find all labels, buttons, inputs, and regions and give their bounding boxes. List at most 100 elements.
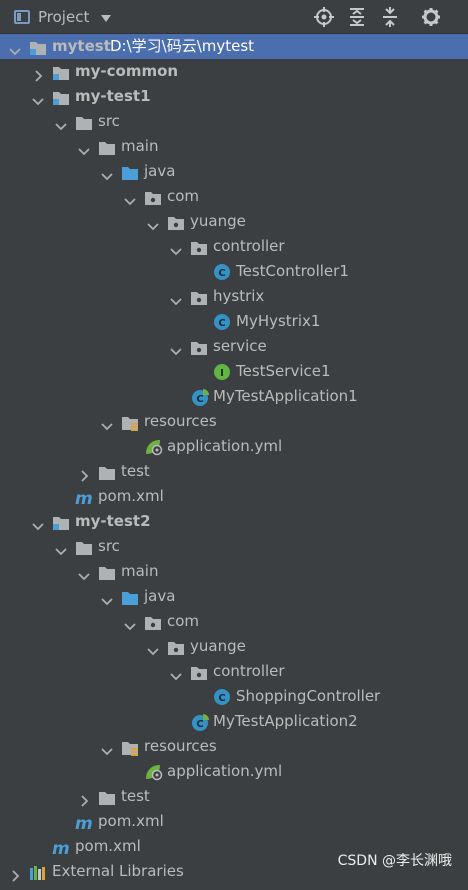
tree-item[interactable]: m pom.xml <box>0 484 468 509</box>
tree-item[interactable]: C MyHystrix1 <box>0 309 468 334</box>
chevron-right-icon[interactable] <box>32 65 44 82</box>
tree-item[interactable]: m pom.xml <box>0 834 468 859</box>
expand-all-icon[interactable] <box>346 6 368 28</box>
chevron-down-icon[interactable] <box>170 240 182 256</box>
class-icon: C <box>213 688 231 705</box>
chevron-right-icon[interactable] <box>78 465 90 482</box>
collapse-all-icon[interactable] <box>379 6 401 28</box>
maven-icon: m <box>52 839 70 859</box>
chevron-down-icon[interactable] <box>32 515 44 531</box>
chevron-down-icon[interactable] <box>147 640 159 656</box>
tree-item-label: resources <box>144 412 217 430</box>
tree-item-label: controller <box>213 237 285 255</box>
chevron-down-icon[interactable] <box>78 565 90 581</box>
tree-item[interactable]: java <box>0 159 468 184</box>
module-folder-icon <box>29 39 47 55</box>
tree-item[interactable]: java <box>0 584 468 609</box>
tree-item[interactable]: test <box>0 459 468 484</box>
chevron-down-icon[interactable] <box>32 90 44 106</box>
tree-item[interactable]: com <box>0 184 468 209</box>
tree-item[interactable]: controller <box>0 234 468 259</box>
tree-item[interactable]: main <box>0 559 468 584</box>
tree-item[interactable]: application.yml <box>0 759 468 784</box>
chevron-down-icon[interactable] <box>101 165 113 181</box>
module-folder-icon <box>52 64 70 80</box>
tree-item[interactable]: hystrix <box>0 284 468 309</box>
tree-item-label: my-common <box>75 62 179 80</box>
tree-item-label: MyTestApplication1 <box>213 387 358 405</box>
tree-item-label: src <box>98 537 120 555</box>
tree-item[interactable]: com <box>0 609 468 634</box>
package-icon <box>167 214 185 230</box>
tree-item-label: com <box>167 612 200 630</box>
chevron-down-icon[interactable] <box>9 40 21 56</box>
gear-icon[interactable] <box>420 6 442 28</box>
chevron-right-icon[interactable] <box>78 790 90 807</box>
tree-item[interactable]: resources <box>0 409 468 434</box>
chevron-down-icon[interactable] <box>101 590 113 606</box>
tree-item[interactable]: main <box>0 134 468 159</box>
project-view-selector[interactable]: Project <box>14 6 112 28</box>
folder-icon <box>98 564 116 580</box>
svg-text:C: C <box>218 318 225 329</box>
tree-item[interactable]: my-test1 <box>0 84 468 109</box>
maven-icon: m <box>75 814 93 834</box>
tree-item-label: pom.xml <box>75 837 141 855</box>
tree-item[interactable]: yuange <box>0 634 468 659</box>
svg-text:C: C <box>196 394 203 405</box>
chevron-down-icon[interactable] <box>170 340 182 356</box>
tree-item[interactable]: my-test2 <box>0 509 468 534</box>
package-icon <box>167 639 185 655</box>
tree-item[interactable]: my-common <box>0 59 468 84</box>
resources-folder-icon <box>121 414 139 431</box>
tree-item[interactable]: service <box>0 334 468 359</box>
chevron-down-icon[interactable] <box>170 665 182 681</box>
tree-item-label: main <box>121 137 159 155</box>
spring-boot-class-icon: C <box>190 388 209 406</box>
tree-item[interactable]: src <box>0 534 468 559</box>
locate-icon[interactable] <box>313 6 335 28</box>
tree-item-label: MyHystrix1 <box>236 312 321 330</box>
package-icon <box>190 289 208 305</box>
maven-icon: m <box>75 489 93 509</box>
chevron-down-icon[interactable] <box>147 215 159 231</box>
folder-icon <box>75 539 93 555</box>
chevron-down-icon[interactable] <box>170 290 182 306</box>
tree-item-label: hystrix <box>213 287 265 305</box>
chevron-down-icon[interactable] <box>55 540 67 556</box>
tree-item[interactable]: yuange <box>0 209 468 234</box>
chevron-right-icon[interactable] <box>9 865 21 882</box>
tree-item-label: yuange <box>190 637 246 655</box>
chevron-down-icon[interactable] <box>55 115 67 131</box>
tree-item-label: pom.xml <box>98 487 164 505</box>
package-icon <box>190 664 208 680</box>
tree-item[interactable]: resources <box>0 734 468 759</box>
project-tool-window-header: Project <box>0 0 468 34</box>
tree-item-label: java <box>144 587 176 605</box>
tree-item[interactable]: application.yml <box>0 434 468 459</box>
tree-item-label: yuange <box>190 212 246 230</box>
package-icon <box>144 189 162 205</box>
tree-item-label: mytest <box>52 37 111 55</box>
spring-config-file-icon <box>144 763 163 781</box>
chevron-down-icon[interactable] <box>124 615 136 631</box>
chevron-down-icon <box>101 14 112 22</box>
chevron-down-icon[interactable] <box>78 140 90 156</box>
chevron-down-icon[interactable] <box>124 190 136 206</box>
folder-icon <box>98 789 116 805</box>
chevron-down-icon[interactable] <box>101 740 113 756</box>
chevron-down-icon[interactable] <box>101 415 113 431</box>
tree-item[interactable]: C MyTestApplication1 <box>0 384 468 409</box>
tree-item[interactable]: controller <box>0 659 468 684</box>
source-folder-icon <box>121 589 139 605</box>
tree-item[interactable]: src <box>0 109 468 134</box>
tree-item[interactable]: test <box>0 784 468 809</box>
interface-icon: I <box>213 363 231 380</box>
folder-icon <box>98 464 116 480</box>
